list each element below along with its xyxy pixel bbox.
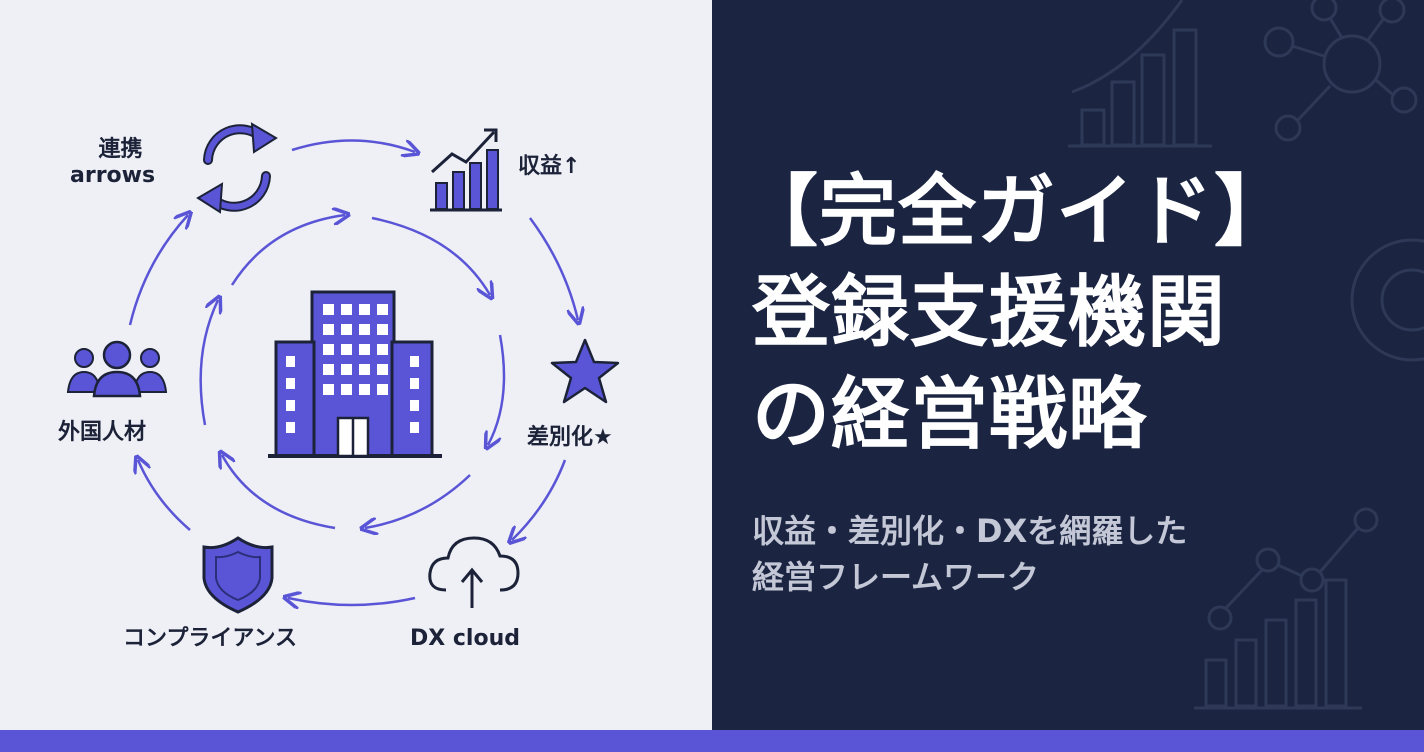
diagram-panel: 連携 arrows 収益↑ 差別化★ DX cloud コンプライアンス 外国人… bbox=[0, 0, 712, 730]
sync-arrows-icon bbox=[196, 122, 278, 214]
accent-bar bbox=[0, 730, 1424, 752]
network-icon bbox=[1263, 0, 1418, 142]
arrow-collab-to-revenue bbox=[291, 139, 415, 152]
cycle-diagram bbox=[66, 122, 620, 614]
arrow-talent-to-collab bbox=[128, 215, 188, 326]
collab-label-line1: 連携 bbox=[98, 137, 143, 162]
collab-label: 連携 arrows bbox=[70, 137, 155, 190]
gear-icon bbox=[1350, 238, 1424, 362]
title-line3: の経営戦略 bbox=[752, 369, 1148, 460]
title-line1: 【完全ガイド】 bbox=[740, 167, 1294, 257]
arrow-differentiation-to-dx bbox=[512, 459, 567, 540]
shield-icon bbox=[202, 536, 274, 614]
people-icon bbox=[66, 340, 168, 398]
outer-ring bbox=[128, 139, 578, 605]
revenue-label: 収益↑ bbox=[518, 154, 581, 179]
subtitle-line1: 収益・差別化・DXを網羅した bbox=[752, 512, 1188, 550]
cloud-upload-icon bbox=[428, 536, 520, 608]
growth-chart-icon bbox=[430, 128, 502, 212]
differentiation-label: 差別化★ bbox=[527, 425, 613, 450]
subtitle-line2: 経営フレームワーク bbox=[752, 558, 1040, 597]
star-icon bbox=[550, 338, 620, 404]
inner-arrow-3 bbox=[488, 334, 506, 445]
inner-arrow-2 bbox=[371, 216, 490, 295]
compliance-label: コンプライアンス bbox=[123, 626, 298, 651]
arrow-compliance-to-talent bbox=[138, 460, 191, 531]
building-icon bbox=[268, 290, 442, 458]
background-decoration bbox=[1068, 0, 1424, 710]
collab-label-line2: arrows bbox=[70, 163, 156, 189]
page-title: 【完全ガイド】 登録支援機関 の経営戦略 bbox=[740, 162, 1293, 466]
dx-label: DX cloud bbox=[410, 626, 520, 651]
inner-ring bbox=[199, 215, 506, 530]
arrow-revenue-to-differentiation bbox=[528, 217, 578, 320]
title-panel: 【完全ガイド】 登録支援機関 の経営戦略 収益・差別化・DXを網羅した 経営フレ… bbox=[712, 0, 1424, 730]
inner-arrow-5 bbox=[222, 455, 336, 530]
arrow-dx-to-compliance bbox=[288, 598, 416, 605]
inner-arrow-4 bbox=[365, 474, 471, 528]
inner-arrow-1 bbox=[230, 215, 345, 286]
talent-label: 外国人材 bbox=[58, 420, 147, 445]
bar-chart-icon bbox=[1068, 0, 1212, 148]
title-line2: 登録支援機関 bbox=[752, 268, 1227, 359]
network-bar-icon bbox=[1194, 507, 1379, 710]
inner-arrow-6 bbox=[199, 300, 218, 426]
subtitle: 収益・差別化・DXを網羅した 経営フレームワーク bbox=[752, 508, 1187, 601]
